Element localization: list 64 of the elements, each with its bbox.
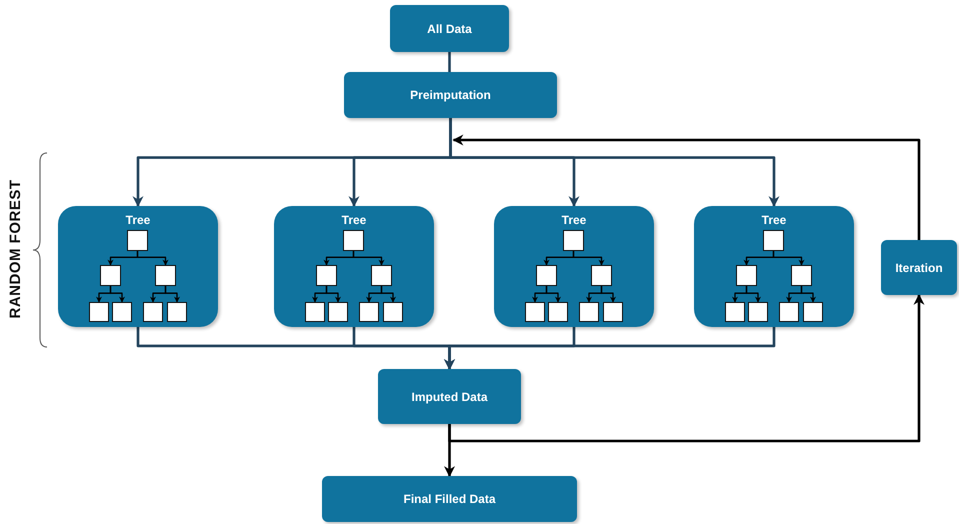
tree-node-box (579, 302, 599, 322)
node-label: Final Filled Data (403, 492, 496, 506)
arrow (746, 286, 761, 303)
tree-node-box (316, 265, 337, 286)
arrow (800, 286, 816, 303)
tree-panel (694, 206, 854, 327)
node-label: Tree (126, 213, 150, 227)
tree-panel (494, 206, 654, 327)
tree-node-box (100, 265, 121, 286)
tree-node-box (328, 302, 348, 322)
node-label: Iteration (895, 260, 943, 274)
arrow (572, 251, 604, 266)
tree-node-box (548, 302, 568, 322)
tree-node-box (371, 265, 392, 286)
arrow (546, 286, 561, 303)
arrow (448, 294, 924, 442)
tree-node-box (305, 302, 325, 322)
tree-node-box (791, 265, 812, 286)
tree-node-box (763, 230, 784, 251)
tree-node-box (803, 302, 823, 322)
connector-line (448, 52, 451, 72)
tree-node-box (143, 302, 163, 322)
process-box (344, 72, 557, 118)
node-label: Tree (562, 213, 586, 227)
tree-node-box (359, 302, 379, 322)
process-box (390, 5, 509, 52)
node-label: Preimputation (410, 88, 491, 102)
node-label: Tree (342, 213, 366, 227)
tree-node-box (112, 302, 132, 322)
tree-node-box (155, 265, 176, 286)
tree-node-box (591, 265, 612, 286)
tree-node-box (167, 302, 187, 322)
arrow (136, 251, 168, 266)
tree-node-box (603, 302, 623, 322)
arrow (600, 286, 616, 303)
tree-node-box (127, 230, 148, 251)
tree-node-box (748, 302, 768, 322)
arrow (449, 118, 780, 208)
tree-node-box (536, 265, 557, 286)
arrow (326, 286, 341, 303)
side-label: RANDOM FOREST (7, 178, 25, 320)
tree-panel (274, 206, 434, 327)
tree-node-box (736, 265, 757, 286)
node-label: Imputed Data (411, 390, 488, 404)
arrow (352, 251, 384, 266)
node-label: All Data (427, 22, 472, 36)
arrow (164, 286, 180, 303)
node-label: Tree (762, 213, 786, 227)
tree-node-box (525, 302, 545, 322)
tree-node-box (779, 302, 799, 322)
tree-node-box (563, 230, 584, 251)
arrow (452, 134, 920, 240)
process-box (322, 476, 577, 522)
process-box (378, 369, 521, 424)
tree-node-box (89, 302, 109, 322)
arrow (110, 286, 125, 303)
tree-node-box (725, 302, 745, 322)
tree-node-box (383, 302, 403, 322)
arrow (444, 327, 776, 370)
arrow (772, 251, 804, 266)
arrow (380, 286, 396, 303)
process-box (881, 240, 957, 295)
tree-node-box (343, 230, 364, 251)
tree-panel (58, 206, 218, 327)
